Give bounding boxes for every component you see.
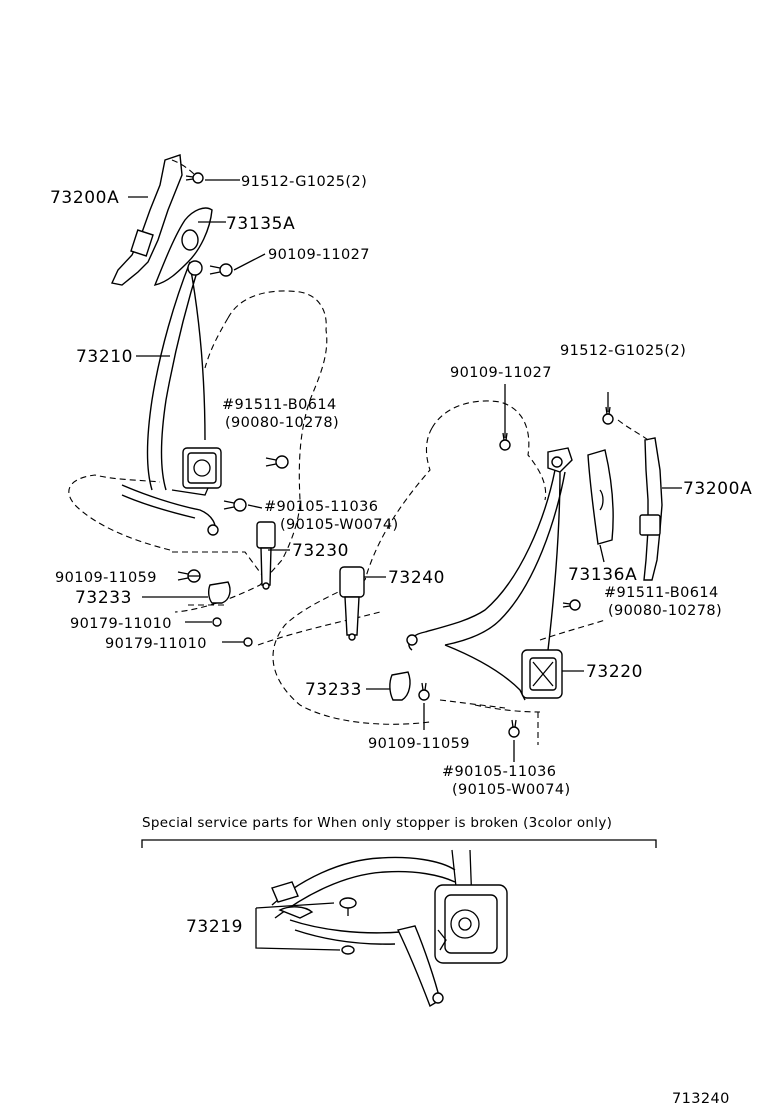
- right-buckle: [339, 566, 365, 641]
- label-nut-left-2: 90179-11010: [105, 636, 207, 652]
- right-retractor: [521, 649, 563, 699]
- label-bolt-top-left: 90109-11027: [268, 247, 370, 263]
- label-anchor-left: 73200A: [50, 188, 119, 208]
- leader-lines: [128, 179, 682, 762]
- label-nut-left-1: 90179-11010: [70, 616, 172, 632]
- left-cover: [207, 581, 231, 604]
- label-bolt-lower-left: 90109-11059: [55, 570, 157, 586]
- left-seat-outline: [68, 290, 328, 613]
- stopper-illustration: [255, 849, 508, 1008]
- right-belt-webbing: [406, 447, 573, 701]
- label-floor-bolt-right-a: #90105-11036: [442, 764, 556, 780]
- special-section-bracket: [141, 839, 657, 848]
- left-shoulder-anchor: [110, 154, 199, 286]
- label-stopper: 73219: [186, 917, 243, 937]
- label-anchor-right: 73200A: [683, 479, 752, 499]
- label-cover-right: 73136A: [568, 565, 637, 585]
- label-cover-left: 73135A: [226, 214, 295, 234]
- label-buckle-right: 73240: [388, 568, 445, 588]
- label-retractor-bolt-right-b: (90080-10278): [608, 603, 722, 619]
- label-belt-left: 73210: [76, 347, 133, 367]
- label-cover-lower-left: 73233: [75, 588, 132, 608]
- bolt-icons: [177, 172, 614, 738]
- label-screw-top-left: 91512-G1025(2): [241, 174, 367, 190]
- label-cover-lower-right: 73233: [305, 680, 362, 700]
- special-service-note: Special service parts for When only stop…: [142, 815, 612, 831]
- label-floor-bolt-right-b: (90105-W0074): [452, 782, 571, 798]
- left-pillar-cover: [153, 207, 213, 286]
- figure-number: 713240: [672, 1091, 730, 1107]
- left-retractor: [171, 447, 222, 496]
- left-buckle: [256, 521, 276, 590]
- label-bolt-lower-right: 90109-11059: [368, 736, 470, 752]
- label-retractor-bolt-right-a: #91511-B0614: [604, 585, 719, 601]
- label-retractor-right: 73220: [586, 662, 643, 682]
- right-seat-outline: [257, 400, 606, 745]
- label-buckle-left: 73230: [292, 541, 349, 561]
- label-floor-bolt-left-a: #90105-11036: [264, 499, 378, 515]
- label-retractor-bolt-left-b: (90080-10278): [225, 415, 339, 431]
- left-belt-webbing: [121, 260, 219, 536]
- label-bolt-top-right: 90109-11027: [450, 365, 552, 381]
- right-shoulder-anchor: [617, 419, 663, 581]
- right-cover: [389, 671, 411, 701]
- label-floor-bolt-left-b: (90105-W0074): [280, 517, 399, 533]
- label-retractor-bolt-left-a: #91511-B0614: [222, 397, 337, 413]
- right-pillar-cover: [587, 449, 614, 545]
- label-screw-top-right: 91512-G1025(2): [560, 343, 686, 359]
